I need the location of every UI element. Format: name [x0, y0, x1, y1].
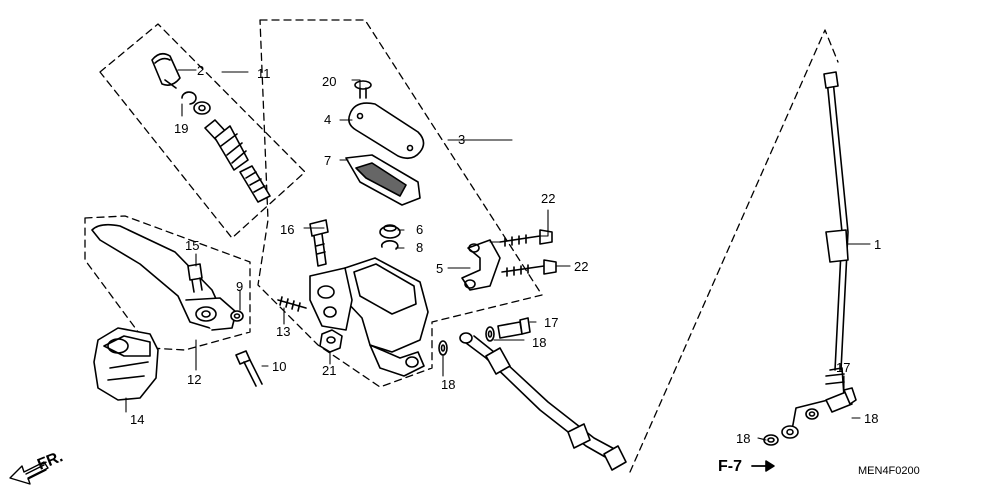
screw-20 — [354, 80, 372, 99]
front-marker-label: FR. — [35, 448, 65, 473]
lever-cover — [93, 327, 159, 401]
callout-3: 3 — [458, 132, 465, 147]
callout-4: 4 — [324, 112, 331, 127]
bolt-22-lower — [501, 259, 557, 277]
callout-8: 8 — [416, 240, 423, 255]
bolt-10 — [235, 350, 263, 387]
callout-7: 7 — [324, 153, 331, 168]
diaphragm — [345, 154, 421, 206]
banjo-bolt-17a — [497, 317, 531, 339]
adjuster-screw — [277, 296, 307, 312]
group-3-outline — [257, 19, 543, 388]
callout-18c: 18 — [736, 431, 750, 446]
callout-18b: 18 — [532, 335, 546, 350]
piston-assembly — [204, 119, 271, 203]
leader-lines — [125, 69, 871, 441]
reference-label: F-7 — [718, 458, 742, 475]
callout-20: 20 — [322, 74, 336, 89]
boot-part — [151, 52, 181, 89]
nut-21 — [319, 329, 343, 353]
assembly-outlines — [84, 19, 839, 473]
hose-outline — [629, 29, 839, 473]
callout-12: 12 — [187, 372, 201, 387]
washer-18a — [438, 340, 448, 356]
drawing-code: MEN4F0200 — [858, 465, 920, 477]
reference-arrow-icon — [751, 460, 775, 472]
callout-18a: 18 — [441, 377, 455, 392]
callout-21: 21 — [322, 363, 336, 378]
clamp-part — [461, 239, 501, 291]
callout-22-lower: 22 — [574, 259, 588, 274]
callout-2: 2 — [197, 63, 204, 78]
callout-11: 11 — [257, 66, 271, 81]
callout-17a: 17 — [544, 315, 558, 330]
washer-18d — [805, 408, 819, 420]
callout-16: 16 — [280, 222, 294, 237]
callout-18d: 18 — [864, 411, 878, 426]
master-cylinder-body — [309, 257, 429, 377]
callout-15: 15 — [185, 238, 199, 253]
callout-22-upper: 22 — [541, 191, 555, 206]
reservoir-cap — [348, 102, 425, 160]
circlip-part — [181, 91, 211, 115]
callout-13: 13 — [276, 324, 290, 339]
lower-hose — [459, 332, 627, 471]
brake-lever — [91, 223, 237, 331]
front-arrow-icon — [9, 461, 49, 485]
callout-9: 9 — [236, 279, 243, 294]
callout-10: 10 — [272, 359, 286, 374]
washer-18c — [763, 434, 779, 446]
callout-1: 1 — [874, 237, 881, 252]
callout-19: 19 — [174, 121, 188, 136]
banjo-bolt-17b — [825, 387, 857, 413]
brake-hose — [781, 71, 849, 439]
callout-5: 5 — [436, 261, 443, 276]
plug-part — [379, 224, 401, 250]
group-12-outline — [84, 215, 251, 351]
washer-18b — [485, 326, 495, 342]
callout-17b: 17 — [836, 360, 850, 375]
nut-9 — [230, 310, 244, 322]
callout-6: 6 — [416, 222, 423, 237]
callout-14: 14 — [130, 412, 144, 427]
group-11-outline — [99, 23, 306, 239]
